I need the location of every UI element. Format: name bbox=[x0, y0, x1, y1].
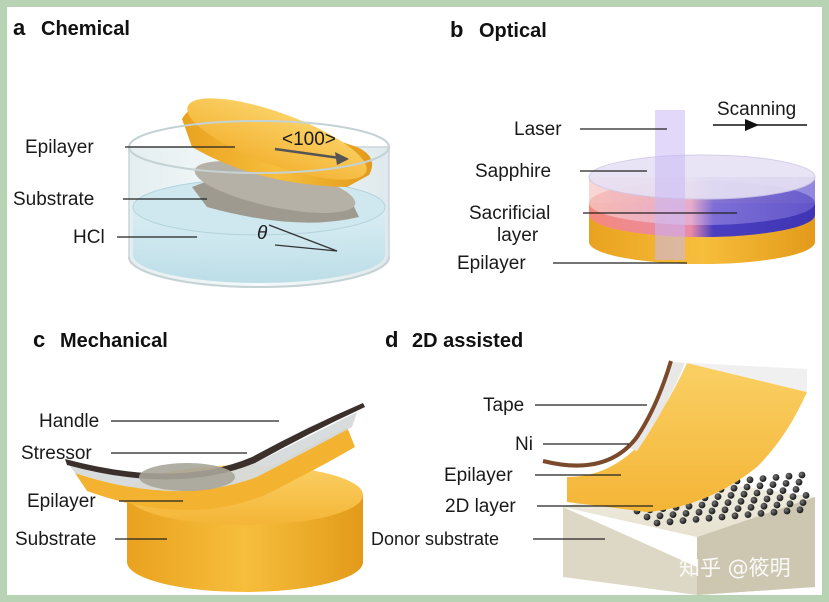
atom bbox=[783, 507, 791, 515]
donor-substrate-label: Donor substrate bbox=[371, 529, 499, 549]
atom bbox=[724, 499, 732, 506]
sapphire-label: Sapphire bbox=[475, 161, 551, 182]
atom bbox=[692, 516, 700, 523]
figure-canvas: a Chemical <100> θ Epilayer bbox=[13, 15, 816, 595]
atom bbox=[795, 478, 803, 486]
atom bbox=[763, 495, 771, 503]
panel-a-letter: a bbox=[13, 15, 26, 40]
substrate-label-a: Substrate bbox=[13, 189, 94, 210]
atom bbox=[770, 508, 778, 516]
atom bbox=[750, 496, 758, 504]
panel-d: d 2D assisted Tape Ni Epilayer 2D layer … bbox=[371, 327, 815, 595]
panel-b-letter: b bbox=[450, 17, 463, 42]
epilayer-label-d: Epilayer bbox=[444, 465, 513, 486]
atom bbox=[685, 502, 693, 510]
atom bbox=[769, 481, 777, 488]
atom bbox=[785, 472, 793, 480]
sacrificial-label-2: layer bbox=[497, 225, 539, 246]
atom bbox=[759, 475, 767, 482]
sacrificial-label-1: Sacrificial bbox=[469, 203, 550, 224]
atom bbox=[666, 518, 674, 526]
ni-label: Ni bbox=[515, 434, 533, 455]
substrate-label-c: Substrate bbox=[15, 529, 96, 550]
panel-a: a Chemical <100> θ Epilayer bbox=[13, 15, 390, 288]
figure-frame: a Chemical <100> θ Epilayer bbox=[7, 7, 822, 595]
atom bbox=[744, 511, 752, 518]
atom bbox=[743, 483, 751, 491]
atom bbox=[643, 513, 651, 521]
panel-d-title: 2D assisted bbox=[412, 330, 523, 352]
atom bbox=[802, 492, 810, 499]
laser-label: Laser bbox=[514, 119, 562, 140]
atom bbox=[705, 514, 713, 522]
atom bbox=[682, 510, 690, 517]
angle-label: θ bbox=[257, 223, 268, 244]
stressor-label: Stressor bbox=[21, 443, 92, 464]
atom bbox=[653, 519, 661, 527]
atom bbox=[782, 480, 790, 487]
panel-c: c Mechanical Handle Stressor Epilayer Su… bbox=[15, 327, 365, 592]
atom bbox=[747, 504, 755, 511]
atom bbox=[766, 488, 774, 496]
atom bbox=[714, 493, 722, 500]
epilayer-label-c: Epilayer bbox=[27, 491, 96, 512]
panel-a-title: Chemical bbox=[41, 18, 130, 40]
atom bbox=[698, 501, 706, 509]
atom bbox=[753, 489, 761, 497]
scanning-label: Scanning bbox=[717, 99, 796, 120]
atom bbox=[721, 506, 729, 514]
atom bbox=[679, 517, 687, 524]
atom bbox=[779, 487, 787, 494]
panel-c-letter: c bbox=[33, 327, 45, 352]
atom bbox=[695, 508, 703, 516]
atom bbox=[737, 498, 745, 505]
atom bbox=[789, 493, 797, 500]
atom bbox=[731, 512, 739, 520]
atom bbox=[734, 505, 742, 512]
direction-label: <100> bbox=[282, 129, 336, 150]
atom bbox=[669, 511, 677, 518]
hcl-label: HCl bbox=[73, 227, 105, 248]
optical-stack-illustration bbox=[588, 110, 816, 264]
panel-b-title: Optical bbox=[479, 20, 547, 42]
atom bbox=[740, 490, 748, 498]
panel-d-letter: d bbox=[385, 327, 398, 352]
atom bbox=[786, 500, 794, 508]
atom bbox=[796, 506, 804, 514]
watermark-text: 知乎 @筱明 bbox=[679, 556, 791, 580]
atom bbox=[776, 494, 784, 502]
atom bbox=[711, 500, 719, 508]
atom bbox=[718, 513, 726, 521]
atom bbox=[760, 502, 768, 510]
tape-label: Tape bbox=[483, 395, 524, 416]
2d-layer-label: 2D layer bbox=[445, 496, 516, 517]
atom bbox=[727, 492, 735, 499]
atom bbox=[756, 482, 764, 490]
atom bbox=[708, 507, 716, 515]
atom bbox=[792, 486, 800, 493]
atom bbox=[798, 471, 806, 479]
beaker-illustration bbox=[128, 98, 390, 288]
handle-label: Handle bbox=[39, 411, 99, 432]
mechanical-stack-illustration bbox=[65, 403, 365, 592]
atom bbox=[773, 501, 781, 509]
atom bbox=[746, 476, 754, 484]
epilayer-label-b: Epilayer bbox=[457, 253, 526, 274]
atom bbox=[772, 474, 780, 481]
epilayer-label-a: Epilayer bbox=[25, 137, 94, 158]
atom bbox=[799, 499, 807, 506]
panel-c-title: Mechanical bbox=[60, 330, 168, 352]
2d-assisted-illustration bbox=[542, 360, 815, 595]
atom bbox=[757, 510, 765, 517]
atom bbox=[730, 484, 738, 492]
panel-b: b Optical Laser Scanning Sapphire Sacrif… bbox=[450, 17, 816, 274]
atom bbox=[656, 512, 664, 520]
